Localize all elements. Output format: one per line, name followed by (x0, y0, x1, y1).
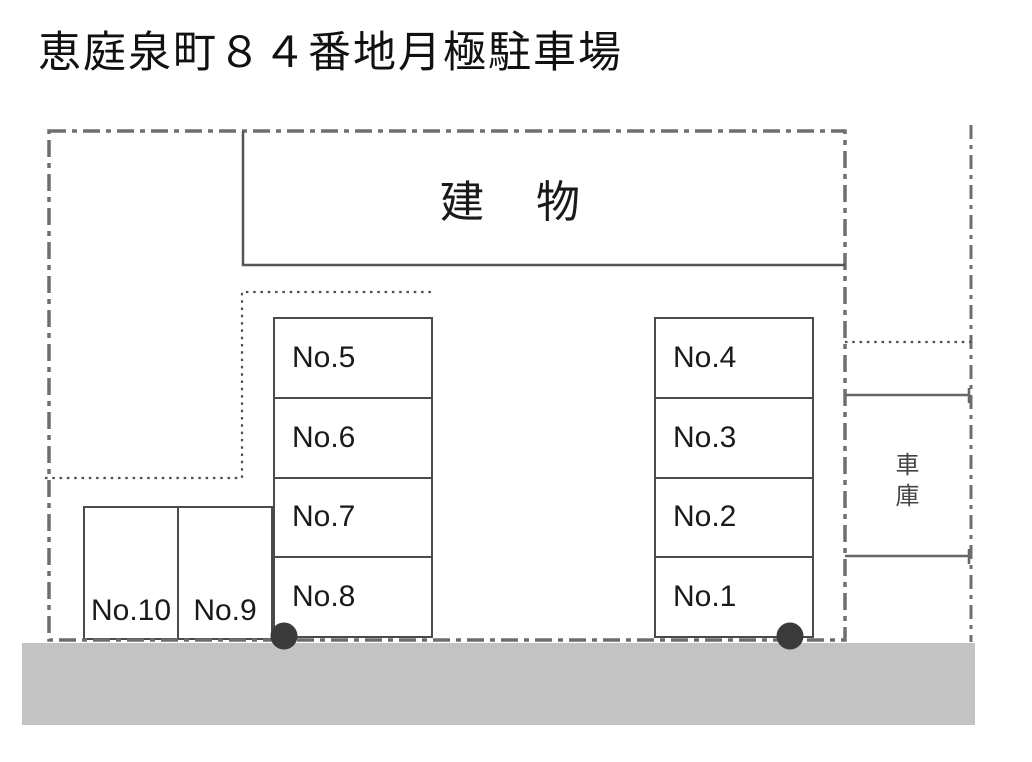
parking-space-no3: No.3 (656, 396, 812, 477)
parking-space-no8: No.8 (275, 556, 431, 636)
parking-row-bottom: No.10 No.9 (83, 506, 273, 640)
building-label: 建 物 (440, 178, 584, 227)
parking-space-no4: No.4 (673, 340, 737, 374)
parking-space-no6: No.6 (275, 396, 431, 477)
parking-column-right: No.4 No.3 No.2 No.1 (654, 317, 814, 638)
parking-space-no5: No.5 (292, 340, 356, 374)
parking-space-no9: No.9 (177, 508, 271, 638)
parking-space-no7: No.7 (275, 476, 431, 557)
road-strip (22, 643, 975, 725)
garage-bottom-line (845, 549, 971, 564)
parking-space-no10: No.10 (90, 594, 172, 627)
garage-label: 車庫 (891, 452, 918, 514)
building-area: 建 物 (243, 131, 845, 265)
garage-top-line (845, 388, 971, 403)
parking-space-no1: No.1 (656, 556, 812, 636)
parking-column-left: No.5 No.6 No.7 No.8 (273, 317, 433, 638)
page-title: 恵庭泉町８４番地月極駐車場 (38, 29, 623, 77)
parking-space-no2: No.2 (656, 476, 812, 557)
